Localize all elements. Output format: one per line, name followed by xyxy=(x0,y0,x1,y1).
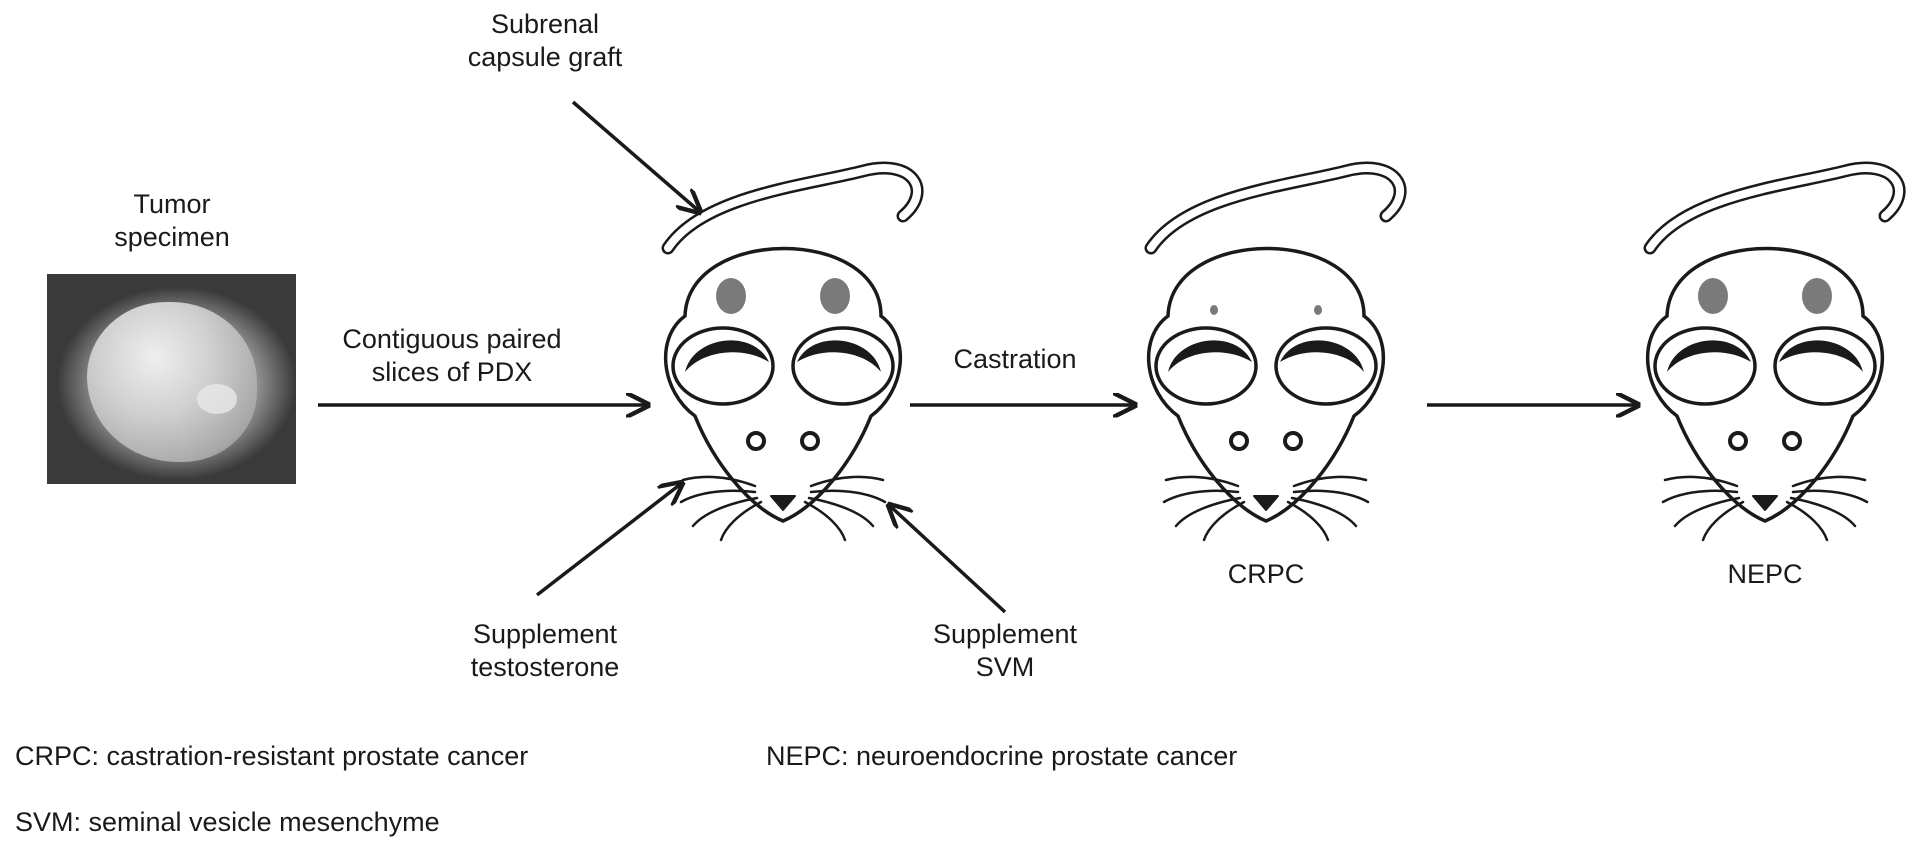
legend-nepc: NEPC: neuroendocrine prostate cancer xyxy=(766,741,1238,771)
nepc-label: NEPC xyxy=(1727,559,1803,589)
small-tumor-right xyxy=(1314,305,1322,315)
legend-svm: SVM: seminal vesicle mesenchyme xyxy=(15,807,440,837)
tumor-highlight xyxy=(197,384,237,414)
subrenal-graft-label: Subrenal capsule graft xyxy=(467,9,623,72)
arrow-testosterone xyxy=(535,483,682,597)
mouse-nepc xyxy=(1648,168,1899,540)
legend-crpc: CRPC: castration-resistant prostate canc… xyxy=(15,741,529,771)
arrow-svm xyxy=(889,505,1007,614)
castration-label: Castration xyxy=(953,344,1077,374)
contiguous-slices-label: Contiguous paired slices of PDX xyxy=(342,324,562,387)
mouse-grafted xyxy=(666,168,917,540)
supplement-testosterone-label: Supplement testosterone xyxy=(470,619,620,682)
tumor-specimen-label: Tumor specimen xyxy=(114,189,230,252)
tumor-specimen-photo xyxy=(47,274,296,484)
arrow-subrenal-graft xyxy=(571,100,700,212)
crpc-label: CRPC xyxy=(1227,559,1305,589)
tumor-tissue xyxy=(87,302,257,462)
small-tumor-left xyxy=(1210,305,1218,315)
mouse-crpc xyxy=(1144,161,1407,542)
supplement-svm-label: Supplement SVM xyxy=(932,619,1078,682)
